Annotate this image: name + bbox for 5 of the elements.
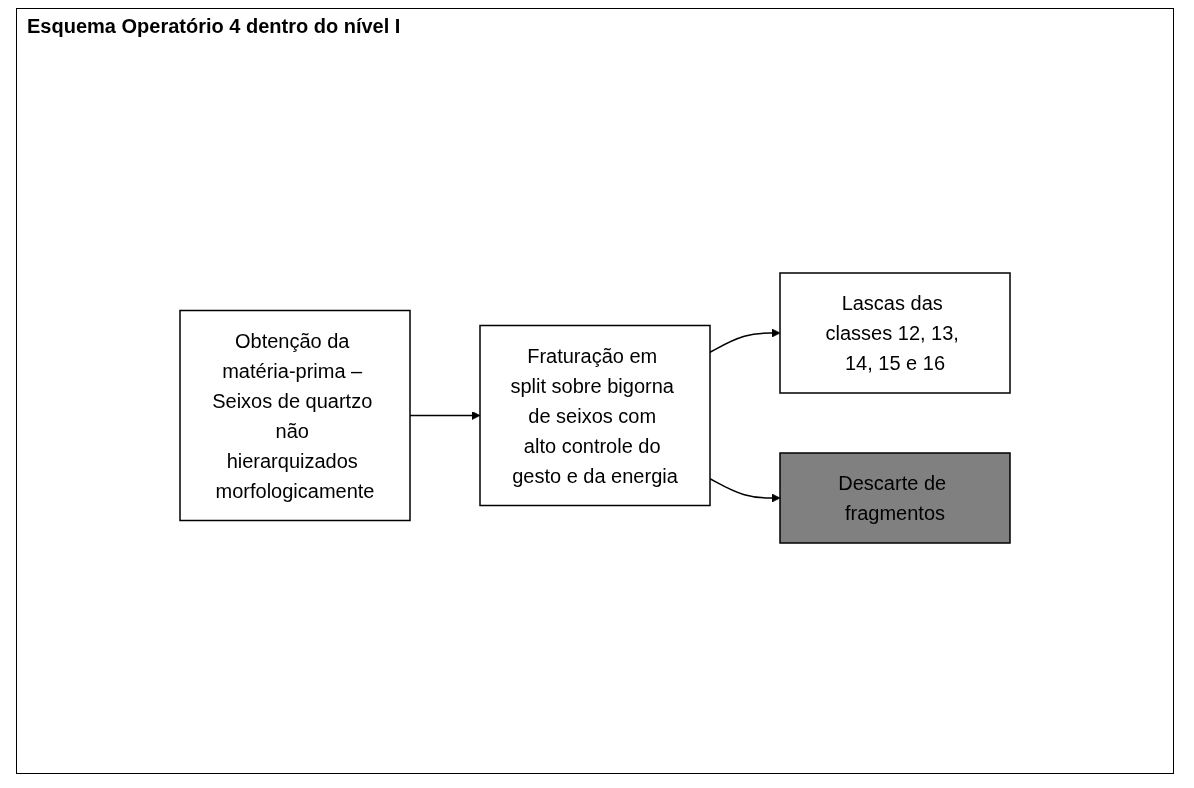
node-box: Descarte de fragmentos — [779, 452, 1011, 544]
diagram-title: Esquema Operatório 4 dentro do nível I — [27, 15, 401, 38]
node-box: Obtenção da matéria-prima – Seixos de quartzo não hierarquizados morfologicamente — [179, 309, 411, 522]
node-box: Fraturação em split sobre bigorna de seixos com alto controle do gesto e da energia — [479, 324, 711, 507]
node-box: Lascas das classes 12, 13, 14, 15 e 16 — [779, 272, 1011, 394]
